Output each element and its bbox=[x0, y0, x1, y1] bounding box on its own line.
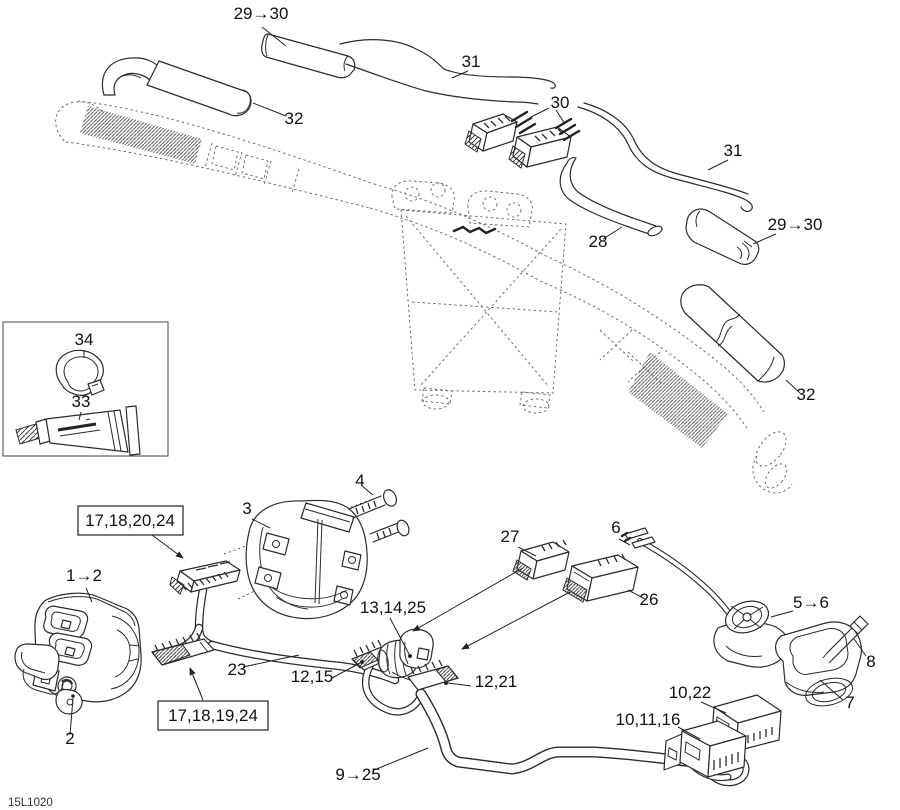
grip-cover-right-part bbox=[680, 284, 785, 383]
callout-26: 26 bbox=[640, 590, 659, 609]
callout-10-22: 10,22 bbox=[669, 683, 712, 702]
callout-23: 23 bbox=[228, 660, 247, 679]
screw-4-lower bbox=[369, 519, 410, 543]
callout-32-left: 32 bbox=[285, 109, 304, 128]
handlebar-phantom-drawing bbox=[55, 100, 793, 494]
adhesive-tube-33-part bbox=[15, 405, 141, 456]
callout-3: 3 bbox=[242, 499, 251, 518]
wire-loop-under-clamp bbox=[362, 662, 426, 716]
wire-terminal-hatch-marks bbox=[510, 110, 581, 142]
callout-10-11-16: 10,11,16 bbox=[616, 710, 681, 729]
riser-block-phantom bbox=[391, 180, 567, 414]
callout-9-25: 9→25 bbox=[335, 765, 380, 784]
callout-1-2: 1→2 bbox=[66, 566, 102, 585]
connector-10-11-16-part bbox=[663, 720, 747, 778]
callout-28: 28 bbox=[589, 232, 608, 251]
callout-32-right: 32 bbox=[797, 385, 816, 404]
rocker-button-upper bbox=[43, 605, 89, 639]
callout-31-right: 31 bbox=[724, 141, 743, 160]
callout-2: 2 bbox=[65, 729, 74, 748]
connector-17-18-20-24-part bbox=[169, 560, 241, 595]
clip-34-part bbox=[55, 349, 105, 396]
wire-31-top-part bbox=[339, 39, 556, 105]
callout-31-top: 31 bbox=[462, 52, 481, 71]
leader-lines bbox=[69, 26, 867, 771]
harness-stub-on-riser bbox=[452, 225, 497, 235]
bracket-13-14-25-part bbox=[399, 628, 434, 669]
callout-6: 6 bbox=[611, 518, 620, 537]
callout-12-21: 12,21 bbox=[475, 672, 518, 691]
brake-lever bbox=[14, 643, 60, 681]
multifunction-switch-part bbox=[14, 592, 142, 715]
connector-30-left bbox=[464, 113, 518, 153]
grip-cover-left-part bbox=[101, 57, 252, 117]
boxed-callout-17-18-20-24: 17,18,20,24 bbox=[77, 505, 184, 536]
switch-housing-3-part bbox=[245, 499, 368, 620]
connector-26-part bbox=[562, 553, 639, 603]
boxed-callout-17-18-19-24: 17,18,19,24 bbox=[157, 700, 269, 731]
connector-12-21-part bbox=[391, 659, 459, 691]
connector-27-part bbox=[512, 539, 570, 581]
screw-8-part bbox=[822, 615, 869, 664]
service-products-inset-box bbox=[2, 321, 169, 457]
callout-12-15: 12,15 bbox=[291, 667, 334, 686]
callout-5-6: 5→6 bbox=[793, 593, 829, 612]
boxed-callout-17-18-19-24-text: 17,18,19,24 bbox=[168, 706, 258, 725]
rod-28-part bbox=[559, 157, 663, 237]
connector-30-right bbox=[508, 126, 572, 169]
callout-7: 7 bbox=[845, 693, 854, 712]
wire-31-right-part bbox=[577, 102, 753, 213]
terminal-pin-upper bbox=[624, 527, 649, 540]
callout-29-30-top: 29→30 bbox=[234, 4, 289, 23]
callout-34: 34 bbox=[75, 330, 94, 349]
callout-33: 33 bbox=[72, 392, 91, 411]
terminal-pin-lower bbox=[631, 536, 656, 549]
screw-4-upper bbox=[348, 489, 398, 519]
callout-29-30-right: 29→30 bbox=[768, 215, 823, 234]
callout-30: 30 bbox=[551, 93, 570, 112]
heat-shrink-tube-top-part bbox=[261, 33, 356, 79]
drawing-code: 15L1020 bbox=[8, 797, 53, 809]
callout-13-14-25: 13,14,25 bbox=[360, 598, 426, 617]
connector-17-18-19-24-part bbox=[151, 632, 215, 666]
heat-shrink-tube-right-part bbox=[685, 208, 760, 265]
boxed-callout-17-18-20-24-text: 17,18,20,24 bbox=[85, 511, 175, 530]
callout-layer: 29→30 31 32 30 31 28 29→30 32 34 33 4 3 … bbox=[65, 4, 875, 784]
grip-flange-phantom bbox=[752, 431, 793, 494]
callout-27: 27 bbox=[501, 527, 520, 546]
callout-4: 4 bbox=[355, 471, 364, 490]
callout-8: 8 bbox=[866, 652, 875, 671]
